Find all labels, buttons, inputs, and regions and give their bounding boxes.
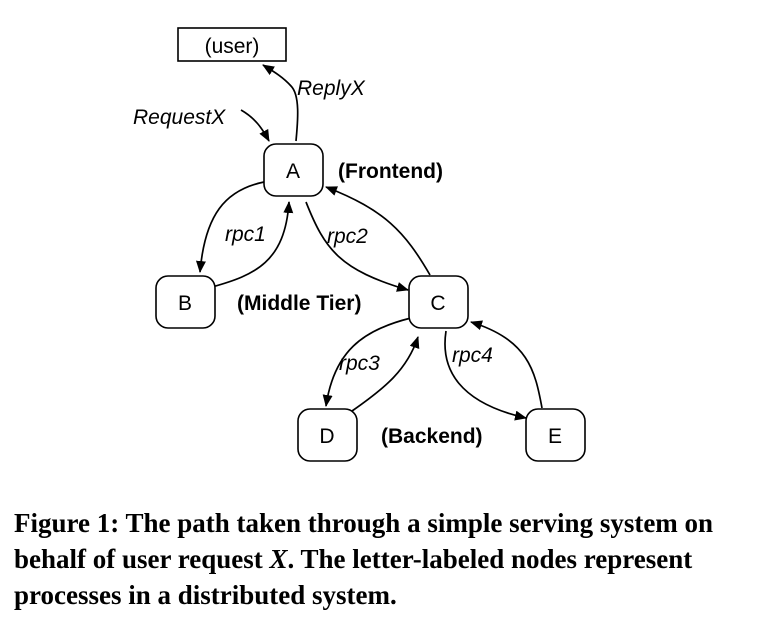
edge-rpc4-return (470, 320, 543, 409)
node-user-label: (user) (205, 35, 260, 58)
edge-label-reply: ReplyX (297, 77, 366, 100)
node-a-label: A (286, 160, 300, 183)
node-e: E (525, 408, 586, 462)
tier-label-backend: (Backend) (381, 425, 483, 448)
tier-label-frontend: (Frontend) (338, 160, 443, 183)
edge-rpc2-call (305, 201, 409, 292)
tier-label-middle: (Middle Tier) (237, 292, 361, 315)
edge-reply (262, 64, 299, 142)
edge-label-rpc1: rpc1 (225, 223, 266, 246)
edge-request (240, 109, 270, 142)
edge-rpc3-call (322, 317, 412, 407)
caption-text-start: Figure 1: The path taken through a simpl… (14, 508, 714, 574)
edge-label-request: RequestX (133, 106, 226, 129)
serving-system-diagram: (user) A B C D E (Frontend) (Middle Tier… (133, 27, 586, 462)
edge-rpc3-return (351, 336, 420, 412)
node-d: D (297, 408, 358, 462)
node-c: C (408, 275, 469, 329)
edge-rpc1-return (211, 201, 294, 288)
caption-text-end: . The letter-labeled nodes represent pro… (14, 544, 693, 610)
edge-rpc1-call (195, 181, 265, 273)
node-e-label: E (548, 425, 562, 448)
node-b-label: B (178, 292, 192, 315)
edge-rpc4-call (444, 330, 527, 421)
edge-label-rpc4: rpc4 (452, 344, 493, 367)
node-a: A (263, 143, 324, 197)
figure-caption: Figure 1: The path taken through a simpl… (14, 505, 749, 613)
node-d-label: D (319, 425, 334, 448)
edge-rpc2-return (325, 186, 431, 276)
node-b: B (155, 275, 216, 329)
edge-label-rpc2: rpc2 (327, 225, 368, 248)
edge-label-rpc3: rpc3 (339, 352, 380, 375)
node-user: (user) (177, 27, 287, 62)
node-c-label: C (430, 292, 445, 315)
caption-variable: X (269, 544, 288, 574)
